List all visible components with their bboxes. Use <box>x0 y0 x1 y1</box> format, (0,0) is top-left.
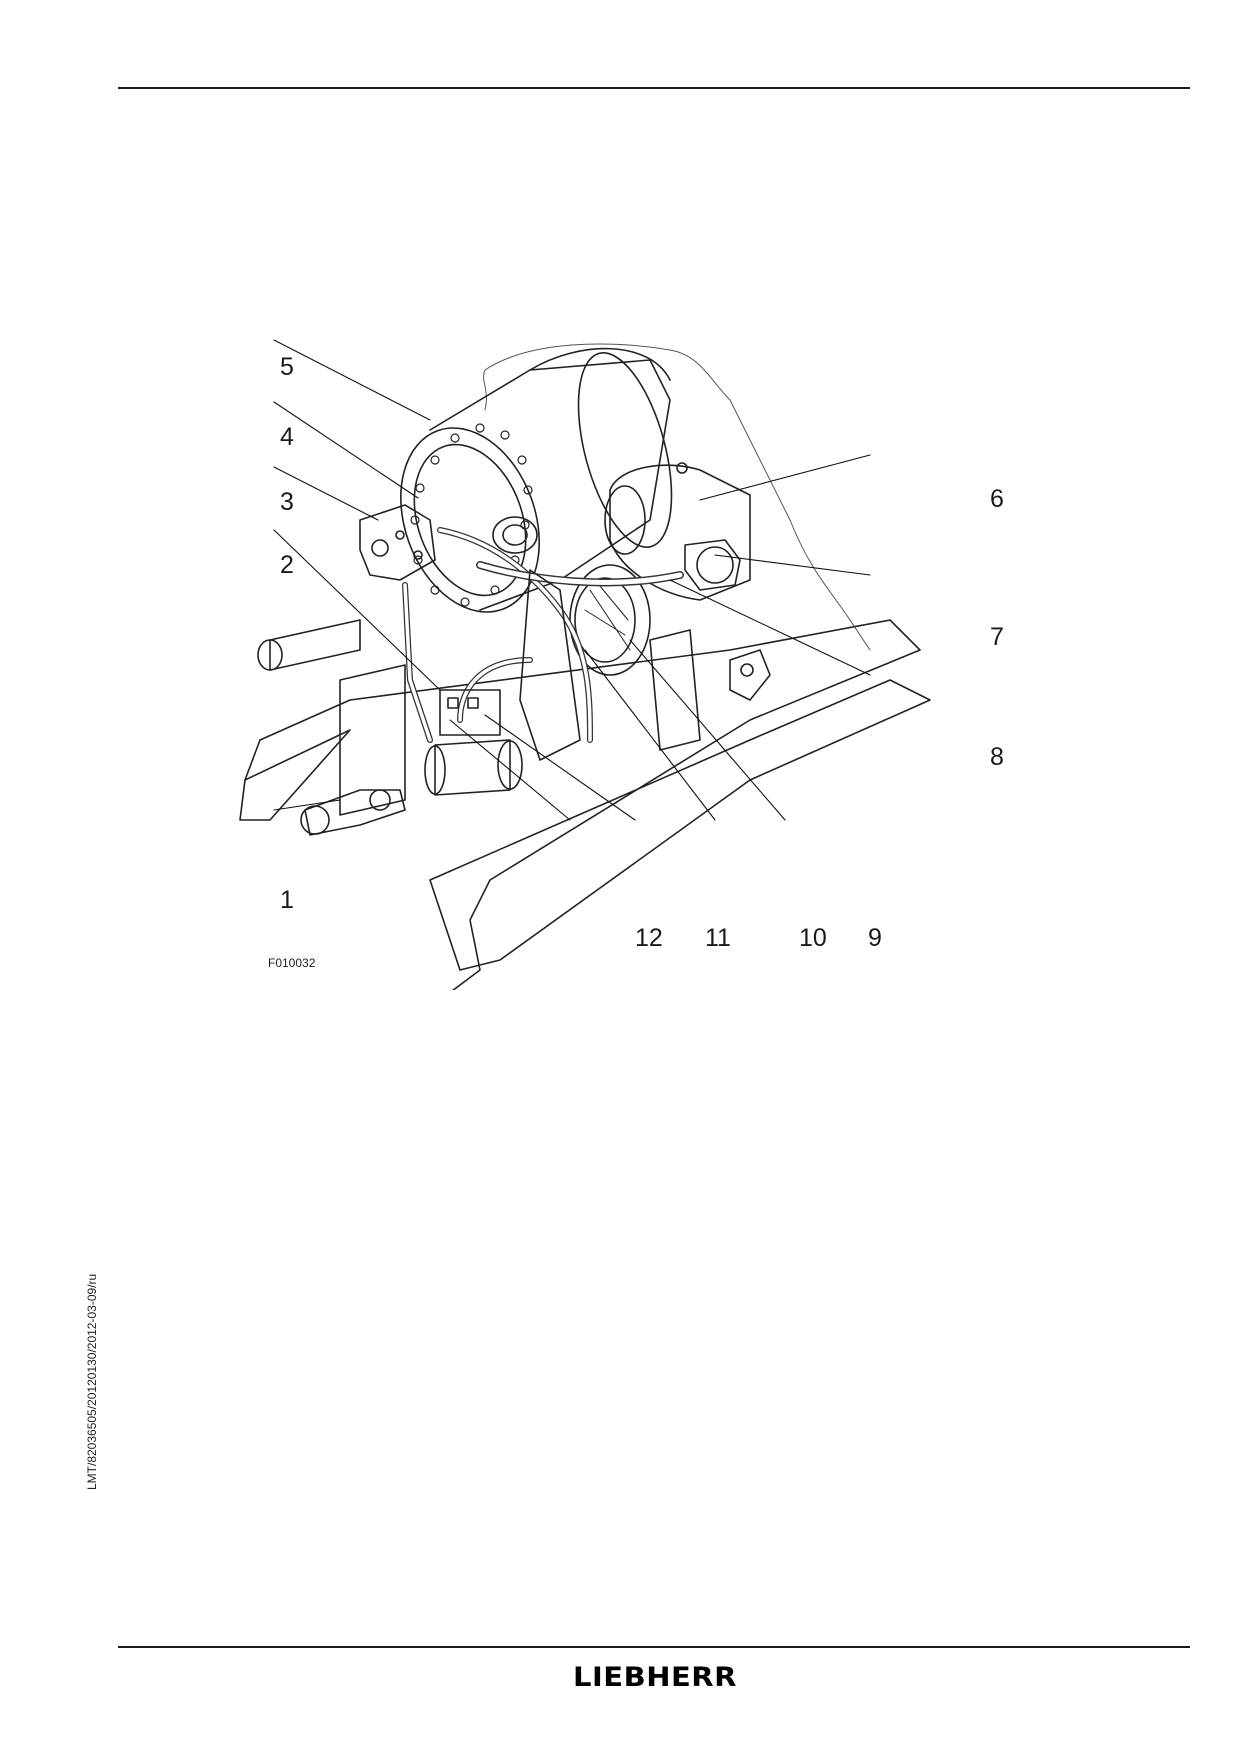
figure-id: F010032 <box>268 956 316 970</box>
callout-2: 2 <box>280 551 294 579</box>
callout-4: 4 <box>280 423 294 451</box>
brand-logo: LIEBHERR <box>560 1660 750 1700</box>
technical-drawing: 5 4 3 2 1 6 7 8 9 10 11 12 F010032 <box>230 320 1050 990</box>
callout-10: 10 <box>799 924 827 952</box>
callout-11: 11 <box>705 924 731 952</box>
document-code: LMT/82036505/20120130/2012-03-09/ru <box>85 1273 99 1490</box>
callout-7: 7 <box>990 623 1004 651</box>
header-rule <box>118 87 1190 89</box>
footer-rule <box>118 1646 1190 1648</box>
callout-1: 1 <box>280 886 294 914</box>
callout-6: 6 <box>990 485 1004 513</box>
callout-12: 12 <box>635 924 663 952</box>
drawing-illustration <box>239 339 931 990</box>
callout-8: 8 <box>990 743 1004 771</box>
callout-3: 3 <box>280 488 294 516</box>
callout-5: 5 <box>280 353 294 381</box>
brand-logo-text: LIEBHERR <box>573 1661 737 1693</box>
callout-9: 9 <box>868 924 882 952</box>
